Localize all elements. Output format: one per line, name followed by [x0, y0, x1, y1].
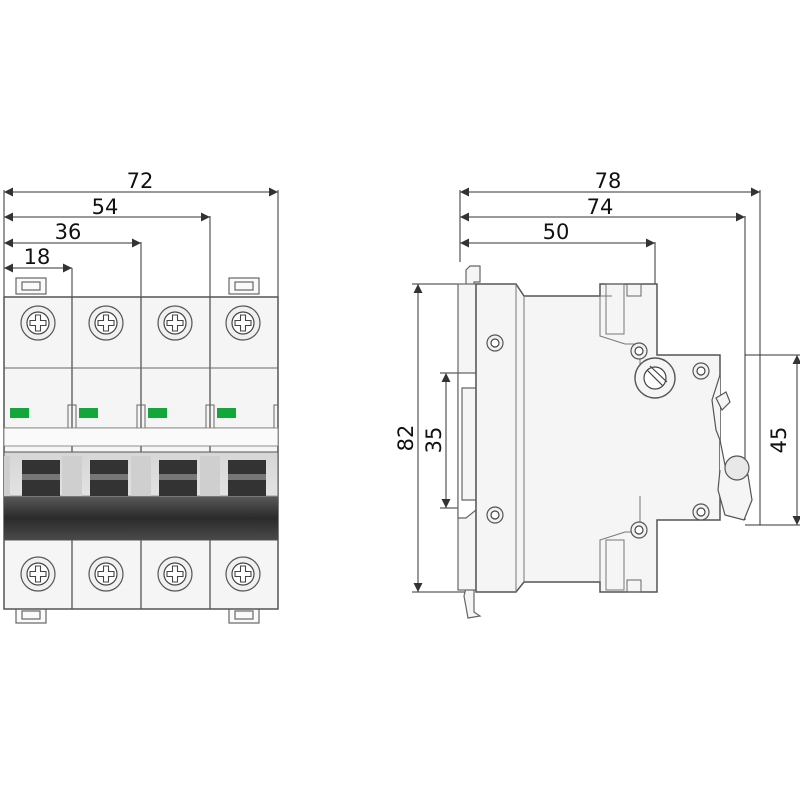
front-dimensions — [3, 187, 279, 298]
terminal-screws-side — [486, 334, 710, 539]
dim-label-50: 50 — [543, 220, 570, 244]
toggle-lever — [711, 374, 753, 521]
din-clip-icon — [15, 277, 260, 624]
terminal-screw-icon — [692, 362, 710, 380]
dim-label-72: 72 — [127, 169, 154, 193]
indicator-pole-1 — [10, 408, 29, 418]
breaker-body-side — [475, 283, 721, 593]
terminal-screw-icon — [20, 305, 56, 341]
terminal-screw-icon — [157, 305, 193, 341]
terminal-screw-icon — [486, 334, 504, 352]
indicator-pole-4 — [217, 408, 236, 418]
side-dimensions — [412, 187, 800, 593]
terminal-screw-icon — [630, 521, 648, 539]
status-indicators — [10, 408, 236, 418]
dim-label-35: 35 — [422, 427, 446, 454]
terminal-screw-icon — [225, 305, 261, 341]
terminal-screws-front — [20, 305, 261, 592]
terminal-screw-icon — [88, 556, 124, 592]
handle-levers — [4, 456, 266, 496]
indicator-pole-3 — [148, 408, 167, 418]
terminal-screw-icon — [20, 556, 56, 592]
terminal-screw-icon — [486, 506, 504, 524]
dim-label-78: 78 — [595, 169, 622, 193]
terminal-screw-icon — [225, 556, 261, 592]
side-knob — [634, 357, 676, 399]
side-view: 78 74 50 82 35 45 — [394, 169, 800, 619]
terminal-screw-icon — [88, 305, 124, 341]
dim-label-82: 82 — [394, 425, 418, 452]
dim-label-74: 74 — [587, 195, 614, 219]
terminal-screw-icon — [630, 342, 648, 360]
terminal-screw-icon — [157, 556, 193, 592]
terminal-screw-icon — [692, 503, 710, 521]
dim-label-54: 54 — [92, 195, 119, 219]
dim-label-45: 45 — [767, 427, 791, 454]
front-view: 72 54 36 18 — [3, 169, 279, 624]
indicator-pole-2 — [79, 408, 98, 418]
dim-label-18: 18 — [24, 245, 51, 269]
dim-label-36: 36 — [55, 220, 82, 244]
